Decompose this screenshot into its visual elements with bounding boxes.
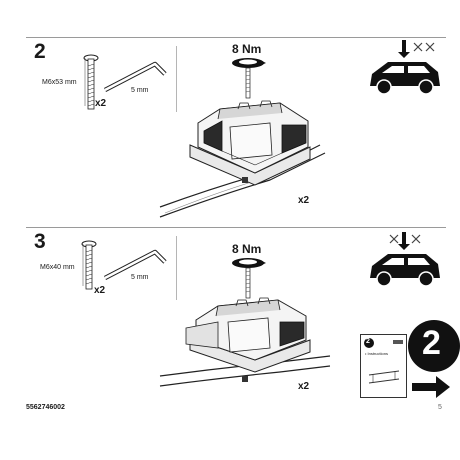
torque-label: 8 Nm xyxy=(232,42,262,56)
dimension-line xyxy=(82,244,84,286)
key-size-label: 5 mm xyxy=(131,87,149,94)
car-icon xyxy=(370,40,440,95)
roof-bar-sketch xyxy=(368,370,400,384)
hex-key-icon xyxy=(103,61,167,92)
column-divider xyxy=(176,236,177,300)
roof-foot-assembly xyxy=(159,297,331,387)
rotation-arrow-icon xyxy=(232,258,266,268)
page-number: 5 xyxy=(438,404,442,411)
hex-key-icon xyxy=(103,249,167,280)
booklet-number-badge xyxy=(364,338,374,348)
booklet-tag xyxy=(393,340,403,344)
bolt-icon xyxy=(83,54,99,110)
torque-label: 8 Nm xyxy=(232,242,262,256)
section-divider-middle xyxy=(26,227,446,228)
bolt-quantity: x2 xyxy=(95,98,107,109)
step-number: 2 xyxy=(34,40,46,63)
bolt-icon xyxy=(245,67,251,99)
dimension-line xyxy=(84,58,86,106)
document-code: 5562746002 xyxy=(26,404,65,411)
arrow-right-icon xyxy=(412,376,450,398)
rotation-arrow-icon xyxy=(232,58,266,68)
instruction-booklet: 2 • Instructions xyxy=(360,334,407,398)
bolt-quantity: x2 xyxy=(94,285,106,296)
bolt-spec-label: M6x40 mm xyxy=(40,264,75,271)
bolt-icon xyxy=(245,267,251,299)
section-divider-top xyxy=(26,37,446,38)
key-size-label: 5 mm xyxy=(131,274,149,281)
booklet-label: • Instructions xyxy=(365,351,388,356)
column-divider xyxy=(176,46,177,112)
bolt-icon xyxy=(81,240,97,290)
assembly-quantity: x2 xyxy=(298,195,310,206)
step-number: 3 xyxy=(34,230,46,253)
roof-foot-assembly xyxy=(159,100,326,218)
booklet-number: 2 xyxy=(366,338,370,345)
car-icon xyxy=(370,232,440,287)
bolt-spec-label: M6x53 mm xyxy=(42,79,77,86)
next-step-badge xyxy=(408,320,460,372)
assembly-quantity: x2 xyxy=(298,381,310,392)
next-step-number: 2 xyxy=(422,324,441,362)
